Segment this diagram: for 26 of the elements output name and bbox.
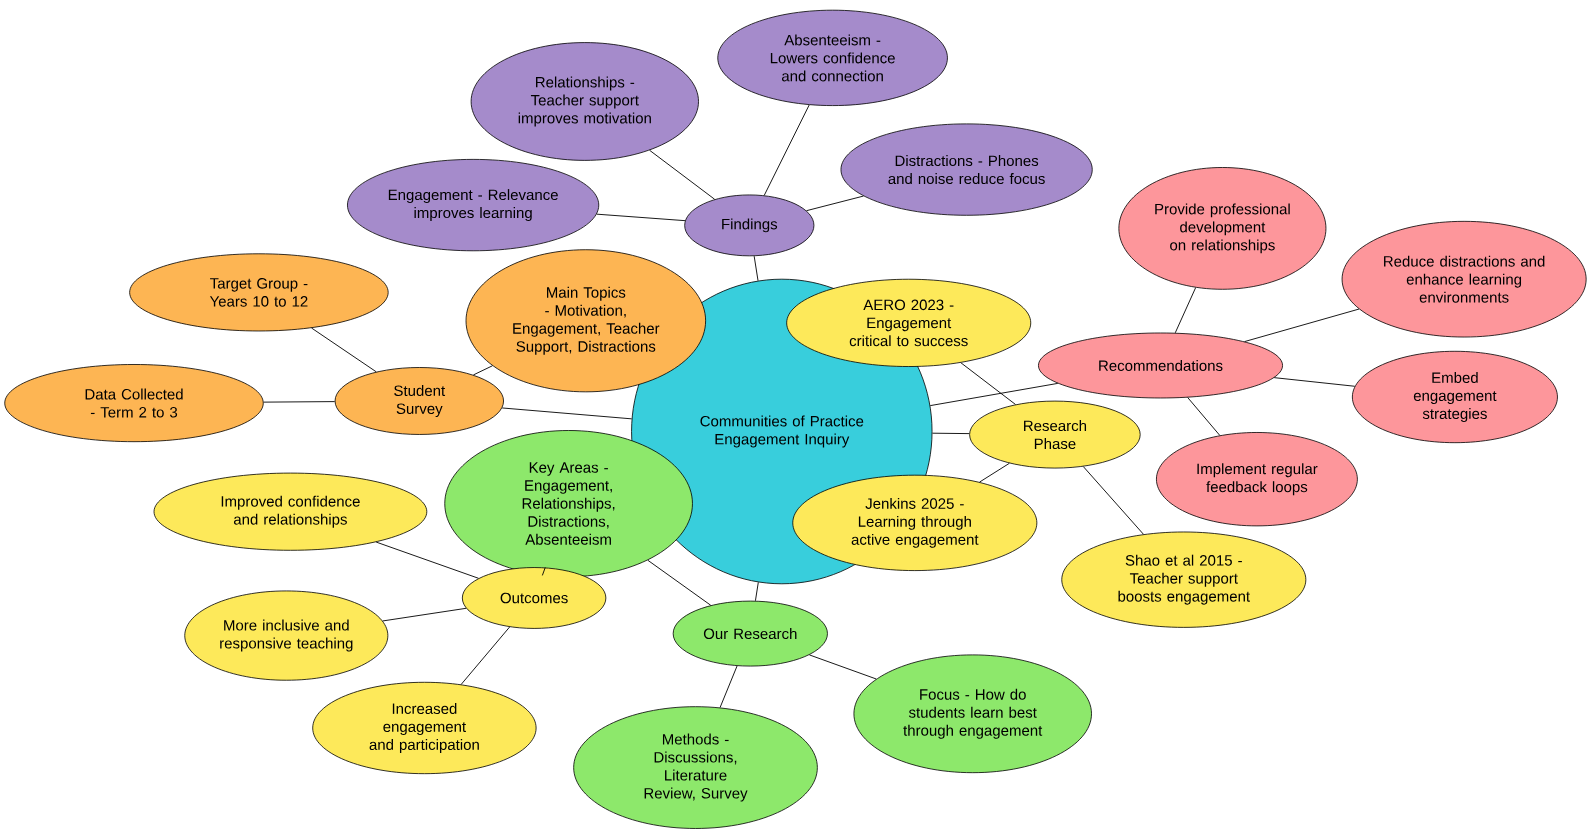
connector-line — [806, 195, 864, 212]
connector-line — [541, 567, 546, 576]
connector-line — [501, 407, 633, 420]
connector-line — [311, 327, 377, 373]
connector-line — [1082, 466, 1144, 535]
connector-line — [647, 559, 712, 606]
connector-line — [472, 365, 493, 376]
connector-line — [929, 382, 1059, 407]
connector-line — [754, 581, 759, 602]
connector-line — [263, 401, 336, 403]
connector-line — [1273, 377, 1356, 387]
connector-line — [932, 432, 970, 435]
connector-line — [460, 626, 511, 685]
connector-line — [1244, 308, 1360, 343]
connector-line — [649, 149, 716, 200]
connector-line — [1187, 397, 1221, 436]
connector-line — [808, 654, 877, 680]
connector-line — [382, 607, 467, 622]
connector-line — [375, 541, 479, 579]
connector-line — [763, 104, 810, 196]
connector-line — [979, 462, 1010, 483]
connector-line — [1174, 287, 1197, 334]
connector-line — [719, 665, 738, 708]
connector-line — [596, 213, 686, 222]
connector-line — [960, 362, 1016, 405]
connector-line — [753, 255, 759, 282]
